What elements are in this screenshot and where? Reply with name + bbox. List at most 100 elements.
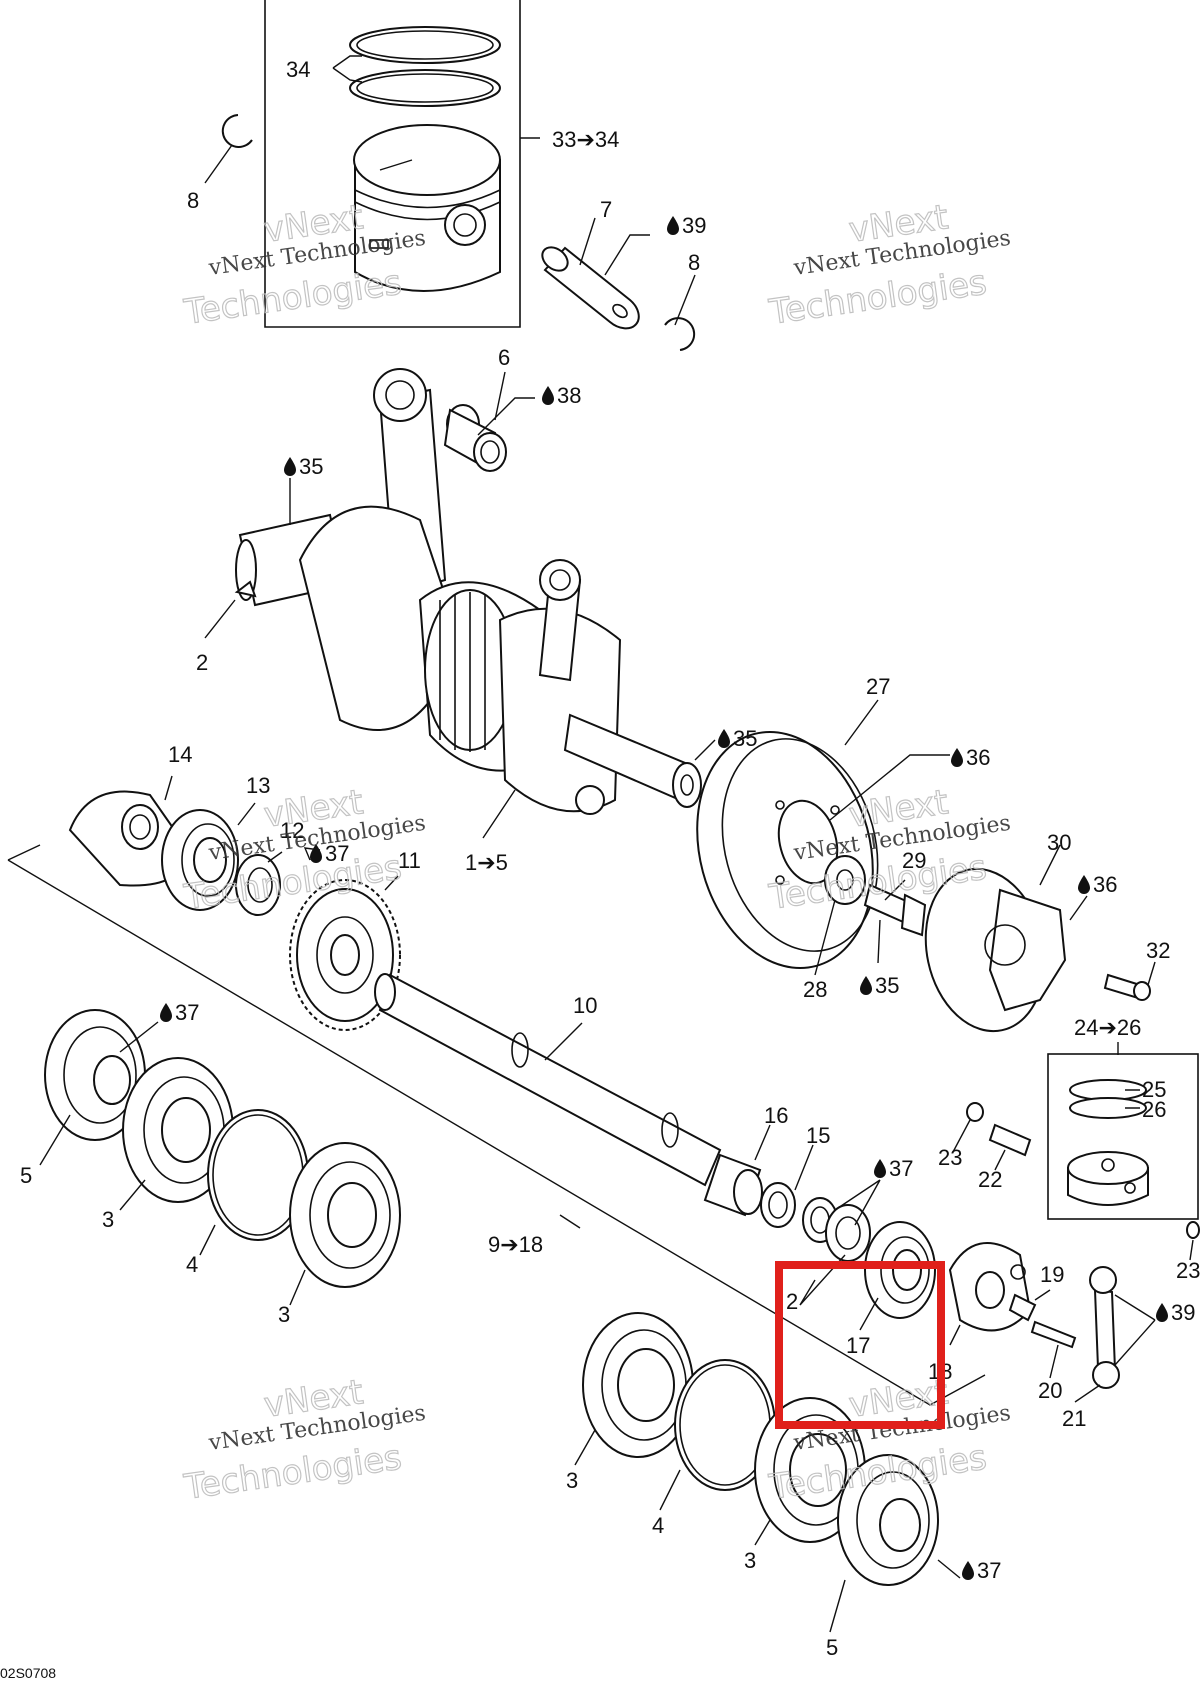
callout-3-bottom-b: 3 (744, 1548, 756, 1573)
crankshaft-part (235, 505, 702, 815)
circlip-part-right (664, 317, 696, 351)
callout-13: 13 (246, 773, 270, 798)
callout-35-bolt: 35 (875, 973, 899, 998)
callout-2-left: 2 (196, 650, 208, 675)
leader-lines (39, 55, 1194, 1633)
balancer-piston-kit-box (1047, 1053, 1199, 1220)
counterweight-part (68, 790, 187, 887)
callout-29: 29 (902, 848, 926, 873)
nut-part-23 (966, 1102, 1200, 1239)
bolt-part-20 (1030, 1320, 1077, 1349)
callout-39-top: 39 (682, 213, 706, 238)
ball-bearing-part-13 (161, 809, 239, 911)
wrist-pin-part (541, 246, 640, 330)
callout-20: 20 (1038, 1378, 1062, 1403)
bolt-part (863, 883, 927, 937)
callout-37-mid: 37 (889, 1156, 913, 1181)
image-code: 02S0708 (0, 1665, 56, 1681)
callout-9-18: 9➔18 (488, 1232, 543, 1257)
coupler-part (924, 867, 1067, 1033)
callout-4-bottom: 4 (652, 1513, 664, 1538)
callout-3-left-a: 3 (102, 1207, 114, 1232)
callout-25: 25 (1142, 1077, 1166, 1102)
callout-16: 16 (764, 1103, 788, 1128)
callout-30: 30 (1047, 830, 1071, 855)
callout-labels: 34 33➔34 8 7 39 8 6 38 35 2 27 35 36 14 … (20, 57, 1200, 1660)
callout-2-mid: 2 (786, 1289, 798, 1314)
callout-32: 32 (1146, 938, 1170, 963)
callout-8-right: 8 (688, 250, 700, 275)
circlip-part (221, 114, 253, 148)
assembly-bracket-line (7, 844, 986, 1406)
callout-1-5: 1➔5 (465, 850, 508, 875)
needle-bearing-part (443, 404, 507, 472)
callout-39-right: 39 (1171, 1300, 1195, 1325)
callout-37-bottom: 37 (977, 1558, 1001, 1583)
washer-part (824, 855, 866, 905)
callout-4-left: 4 (186, 1252, 198, 1277)
woodruff-key-part (234, 580, 257, 598)
seal-part-2b (825, 1204, 871, 1262)
callout-36-coupler: 36 (1093, 872, 1117, 897)
ball-bearing-part-3b (289, 1142, 401, 1288)
callout-12: 12 (280, 818, 304, 843)
callout-21: 21 (1062, 1406, 1086, 1431)
ball-bearing-part-3a (122, 1057, 234, 1203)
callout-22: 22 (978, 1167, 1002, 1192)
watermark-group: vNext vNext Technologies Technologies vN… (181, 197, 1013, 1509)
piston-ring-lower (349, 69, 501, 107)
callout-5-left: 5 (20, 1163, 32, 1188)
callout-3-bottom-a: 3 (566, 1468, 578, 1493)
callout-35-shaft: 35 (733, 726, 757, 751)
callout-7: 7 (600, 197, 612, 222)
pin-part-19 (1008, 1293, 1037, 1322)
oil-seal-part-5 (44, 1009, 146, 1141)
callout-8-left: 8 (187, 188, 199, 213)
callout-3-left-b: 3 (278, 1302, 290, 1327)
callout-27: 27 (866, 674, 890, 699)
callout-26: 26 (1142, 1097, 1166, 1122)
callout-17: 17 (846, 1333, 870, 1358)
piston-assembly-box (221, 0, 521, 328)
pin-part-22 (988, 1123, 1032, 1157)
callout-23-right: 23 (1176, 1258, 1200, 1283)
callout-11: 11 (398, 848, 421, 873)
callout-37-seal: 37 (325, 841, 349, 866)
callout-38: 38 (557, 383, 581, 408)
gear-part-11 (289, 879, 401, 1031)
oil-seal-part-5b (837, 1454, 939, 1586)
callout-36-flywheel: 36 (966, 745, 990, 770)
callout-14: 14 (168, 742, 192, 767)
flywheel-part (696, 731, 879, 969)
callout-6: 6 (498, 345, 510, 370)
callout-24-26: 24➔26 (1074, 1015, 1141, 1040)
highlight-box[interactable] (775, 1261, 945, 1429)
piston-ring-upper (349, 26, 501, 64)
screw-part (1103, 973, 1151, 1001)
callout-37-left: 37 (175, 1000, 199, 1025)
callout-15: 15 (806, 1123, 830, 1148)
roller-bearing-part-3d (754, 1397, 866, 1543)
watermark-bottom-left: vNext vNext Technologies Technologies (181, 1372, 428, 1509)
counterweight-part-18 (948, 1242, 1032, 1332)
balance-shaft-part-10 (374, 973, 722, 1187)
watermark-bottom-right: vNext vNext Technologies Technologies (766, 1372, 1013, 1509)
callout-19: 19 (1040, 1262, 1064, 1287)
needle-bearing-part-16 (703, 1153, 763, 1217)
callout-5-bottom: 5 (826, 1635, 838, 1660)
watermark-mid-left: vNext vNext Technologies Technologies (181, 782, 428, 919)
callout-10: 10 (573, 993, 597, 1018)
callout-28: 28 (803, 977, 827, 1002)
piston-part (353, 124, 501, 292)
callout-23-left: 23 (938, 1145, 962, 1170)
callout-35-top: 35 (299, 454, 323, 479)
thrust-washer-part-15 (760, 1182, 796, 1228)
seal-part-12 (235, 854, 281, 916)
callout-33-34: 33➔34 (552, 127, 619, 152)
link-rod-part-21 (1089, 1266, 1120, 1389)
o-ring-part-4a (207, 1109, 309, 1241)
callout-34: 34 (286, 57, 310, 82)
ball-bearing-part-17 (864, 1221, 936, 1319)
watermark-top-right: vNext vNext Technologies Technologies (766, 197, 1013, 334)
